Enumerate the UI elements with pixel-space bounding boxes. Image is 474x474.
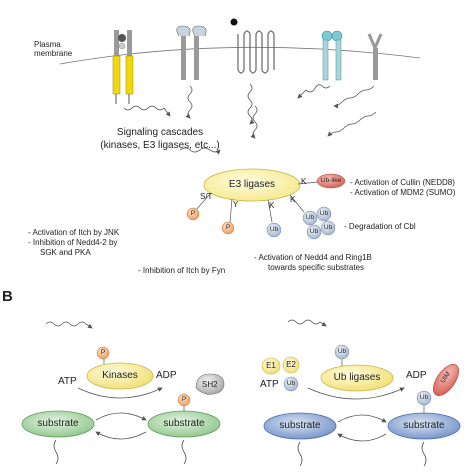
site-st-label: S/T [200, 192, 213, 201]
ubiquitination-arrow [337, 414, 387, 423]
ub-right-downstream [421, 441, 427, 467]
teal-receptor-icon [321, 30, 343, 81]
atp-adp-arc [77, 387, 163, 399]
dephosphorylation-arrow [95, 431, 147, 440]
note-cullin: - Activation of Cullin (NEDD8) [350, 178, 455, 187]
kinase-substrate-right-label: substrate [163, 418, 205, 429]
kinase-adp-label: ADP [156, 370, 177, 381]
ub-like-label: Ub-like [320, 177, 342, 184]
e1-label: E1 [266, 361, 276, 370]
modification-branches [195, 181, 319, 223]
signaling-wavy-arrows [123, 83, 377, 155]
note-itch-fyn: - Inhibition of Itch by Fyn [138, 266, 226, 275]
site-k-top-label: K [301, 177, 307, 186]
membrane-label: Plasma membrane [34, 40, 73, 59]
ub-chain-3-label: Ub [309, 228, 319, 235]
e3-ligases-node [203, 168, 301, 202]
note-cbl: - Degradation of Cbl [344, 222, 416, 231]
kinase-phospho-icon [96, 346, 110, 360]
gpcr-icon [230, 18, 275, 74]
ub-chain-2-label: Ub [319, 210, 329, 217]
ub-substrate-left-node [263, 412, 337, 440]
receptor-tyrosine-kinase-icon [112, 30, 134, 104]
kinase-substrate-left-label: substrate [37, 418, 79, 429]
note-nedd4-2: - Inhibition of Nedd4-2 by [28, 238, 118, 247]
note-mdm2: - Activation of MDM2 (SUMO) [350, 188, 456, 197]
polyubiquitin-chain-icon [302, 206, 336, 240]
sh2-label: SH2 [202, 380, 218, 389]
deubiquitination-arrow [337, 433, 387, 442]
phospho-st-icon [186, 207, 200, 221]
kinases-node [86, 362, 154, 390]
kinase-signal-wavy-arrow [45, 321, 93, 329]
ub-substrate-right-label: substrate [403, 420, 445, 431]
site-y-label: Y [233, 200, 239, 209]
phosphorylation-arrow [95, 412, 147, 421]
cytokine-receptor-icon [176, 25, 207, 80]
plasma-membrane-line [59, 46, 421, 65]
note-specific-substrates: towards specific substrates [268, 263, 365, 272]
p-y-label: P [225, 224, 231, 231]
substrate-left-node [21, 410, 95, 438]
ub-monomer-icon [266, 222, 282, 238]
ub-atp-adp-arc [307, 387, 405, 400]
site-k-right-label: K [290, 195, 296, 204]
phospho-y-icon [221, 221, 235, 235]
substrate-ub-label: Ub [419, 394, 429, 401]
cascade-label-line1: Signaling cascades [116, 127, 204, 138]
ub-like-icon [316, 173, 346, 189]
ub-ligases-label: Ub ligases [333, 372, 381, 383]
sh2-domain-icon [195, 373, 225, 395]
ub-adp-label: ADP [406, 370, 427, 381]
substrate-phospho-icon [177, 393, 191, 407]
y-receptor-icon [367, 33, 383, 80]
substrate-p-label: P [181, 396, 187, 403]
ub-chain-1-label: Ub [305, 214, 315, 221]
ub-mono-label: Ub [269, 226, 279, 233]
substrate-ub-icon [416, 390, 432, 406]
ub-signal-wavy-arrow [287, 319, 327, 327]
note-nedd4-ring1b: - Activation of Nedd4 and Ring1B [254, 253, 372, 262]
e1-icon [261, 357, 281, 375]
free-ub-icon [283, 376, 299, 392]
kinase-p-label: P [100, 349, 106, 356]
kinases-label: Kinases [102, 370, 138, 381]
note-sgk-pka: SGK and PKA [40, 248, 91, 257]
e2-icon [282, 356, 300, 374]
e2-label: E2 [286, 360, 296, 369]
ub-substrate-left-label: substrate [279, 420, 321, 431]
ub-chain-4-label: Ub [323, 224, 333, 231]
p-st-label: P [190, 210, 196, 217]
cascade-label-line2: (kinases, E3 ligases, etc...) [100, 140, 220, 151]
ub-left-downstream [297, 441, 303, 467]
panel-b-letter: B [2, 288, 13, 305]
site-k-bottom-label: K [269, 201, 275, 210]
ub-ligases-node [320, 364, 394, 392]
ligase-ub-label: Ub [337, 348, 347, 355]
right-substrate-downstream [181, 439, 187, 465]
ub-atp-label: ATP [260, 379, 279, 390]
uim-domain-icon [433, 364, 459, 396]
ligase-ub-icon [334, 344, 350, 360]
note-itch-jnk: - Activation of Itch by JNK [28, 228, 120, 237]
left-substrate-downstream [53, 439, 59, 465]
kinase-atp-label: ATP [58, 376, 77, 387]
free-ub-label: Ub [286, 380, 296, 387]
e3-ligases-label: E3 ligases [228, 179, 276, 190]
